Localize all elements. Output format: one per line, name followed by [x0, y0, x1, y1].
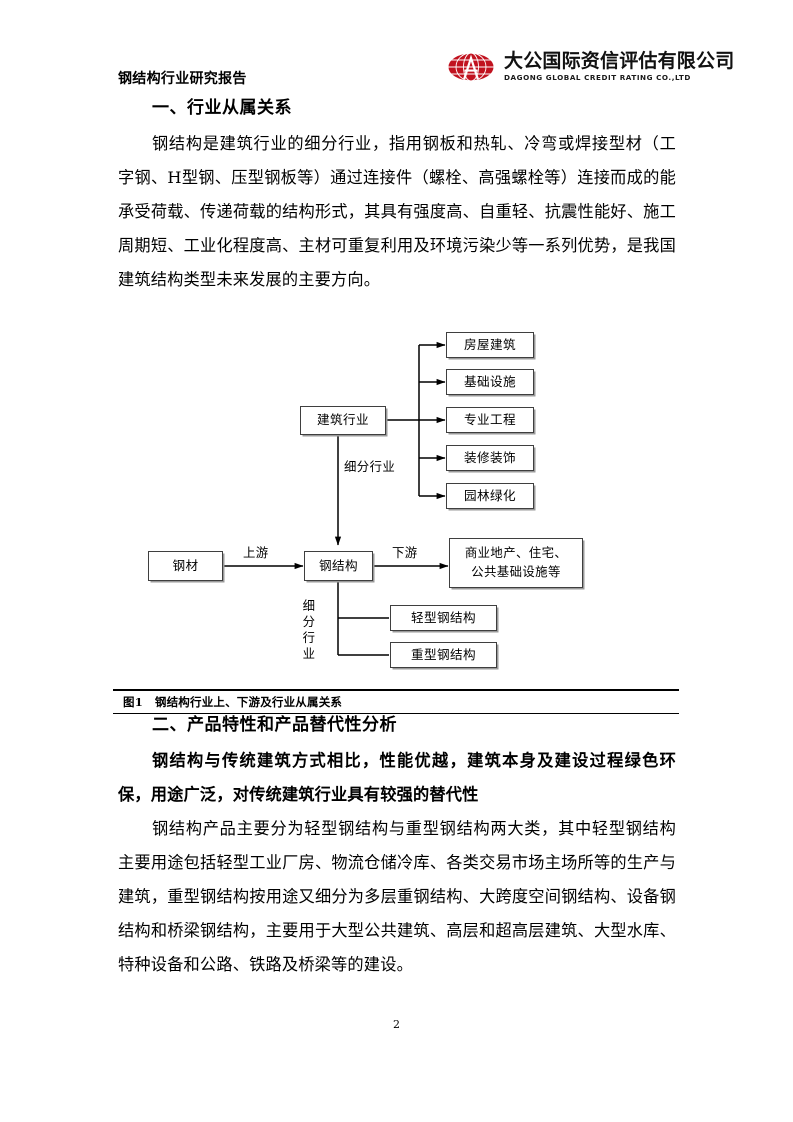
company-logo: 大公国际资信评估有限公司 DAGONG GLOBAL CREDIT RATING… [447, 52, 734, 82]
figure-caption-text: 钢结构行业上、下游及行业从属关系 [154, 695, 343, 709]
edge-label-downstream: 下游 [392, 545, 418, 560]
paragraph-product-summary: 钢结构与传统建筑方式相比，性能优越，建筑本身及建设过程绿色环保，用途广泛，对传统… [118, 750, 676, 804]
heading-section-2: 二、产品特性和产品替代性分析 [152, 715, 397, 735]
dagong-globe-logo-icon [447, 52, 495, 82]
page-header: 钢结构行业研究报告 [0, 0, 793, 100]
paragraph-industry-affiliation: 钢结构是建筑行业的细分行业，指用钢板和热轧、冷弯或焊接型材（工字钢、H型钢、压型… [118, 133, 676, 289]
figure-caption: 图1 钢结构行业上、下游及行业从属关系 [113, 689, 679, 714]
page-number: 2 [393, 1018, 400, 1031]
logo-text-block: 大公国际资信评估有限公司 DAGONG GLOBAL CREDIT RATING… [504, 50, 735, 83]
company-name-en: DAGONG GLOBAL CREDIT RATING CO.,LTD [504, 73, 691, 83]
paragraph-product-detail: 钢结构产品主要分为轻型钢结构与重型钢结构两大类，其中轻型钢结构主要用途包括轻型工… [118, 818, 676, 974]
document-title: 钢结构行业研究报告 [118, 71, 247, 87]
figure-caption-number: 图1 [123, 695, 143, 709]
node-house-building[interactable]: 房屋建筑 [446, 332, 534, 358]
node-infrastructure[interactable]: 基础设施 [446, 369, 534, 395]
node-landscaping[interactable]: 园林绿化 [446, 483, 534, 509]
edge-label-sub-industry-bottom: 细分行业 [302, 598, 316, 661]
edge-label-upstream: 上游 [243, 545, 269, 560]
content-bottom: 二、产品特性和产品替代性分析 钢结构与传统建筑方式相比，性能优越，建筑本身及建设… [118, 713, 676, 982]
edge-label-sub-industry-top: 细分行业 [344, 459, 396, 474]
node-steel-structure[interactable]: 钢结构 [304, 551, 373, 581]
node-heavy-steel-structure[interactable]: 重型钢结构 [390, 642, 497, 668]
node-downstream-markets[interactable]: 商业地产、住宅、 公共基础设施等 [449, 538, 583, 588]
content-top: 一、行业从属关系 钢结构是建筑行业的细分行业，指用钢板和热轧、冷弯或焊接型材（工… [118, 96, 676, 297]
node-professional-engineering[interactable]: 专业工程 [446, 407, 534, 433]
node-light-steel-structure[interactable]: 轻型钢结构 [390, 605, 497, 631]
company-name-cn: 大公国际资信评估有限公司 [504, 50, 735, 73]
node-steel-material[interactable]: 钢材 [148, 551, 223, 581]
node-decoration[interactable]: 装修装饰 [446, 445, 534, 471]
heading-section-1: 一、行业从属关系 [152, 98, 292, 118]
node-construction-industry[interactable]: 建筑行业 [300, 406, 386, 435]
